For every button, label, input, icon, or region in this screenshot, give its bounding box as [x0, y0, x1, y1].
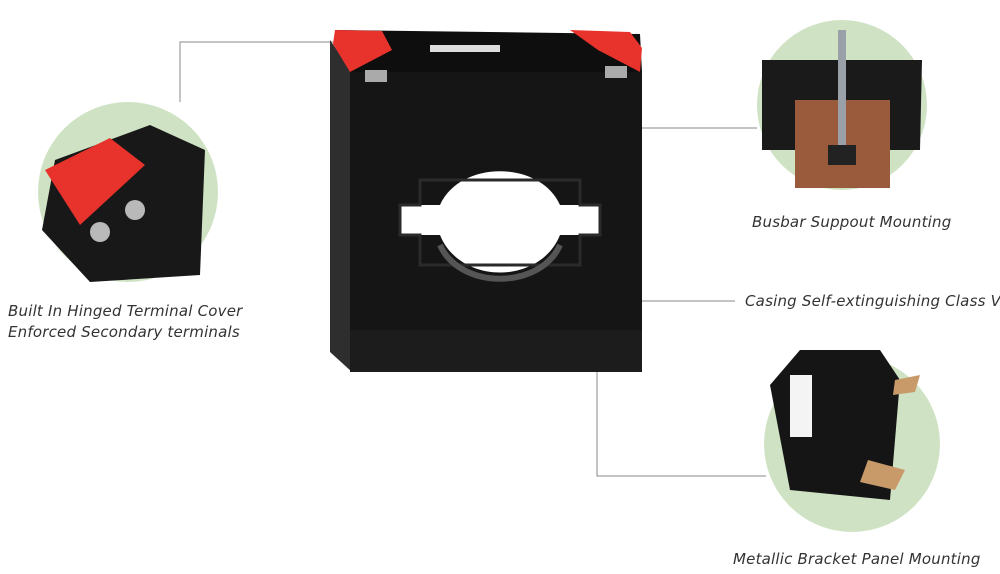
bracket-label: Metallic Bracket Panel Mounting	[733, 550, 981, 568]
terminal-cover-right	[570, 30, 642, 72]
leader-line-terminal	[179, 41, 336, 102]
leader-line-bracket	[596, 360, 766, 477]
busbar-detail	[757, 20, 927, 190]
current-transformer-image	[330, 30, 642, 372]
casing-label: Casing Self-extinguishing Class VO	[745, 292, 1000, 310]
busbar-label: Busbar Suppout Mounting	[752, 213, 952, 231]
terminal-cover-left	[333, 30, 392, 72]
bracket-detail	[764, 350, 940, 532]
terminal-cover-label-line2: Enforced Secondary terminals	[8, 323, 240, 341]
terminal-cover-detail	[38, 102, 218, 282]
terminal-cover-label-line1: Built In Hinged Terminal Cover	[8, 302, 243, 320]
